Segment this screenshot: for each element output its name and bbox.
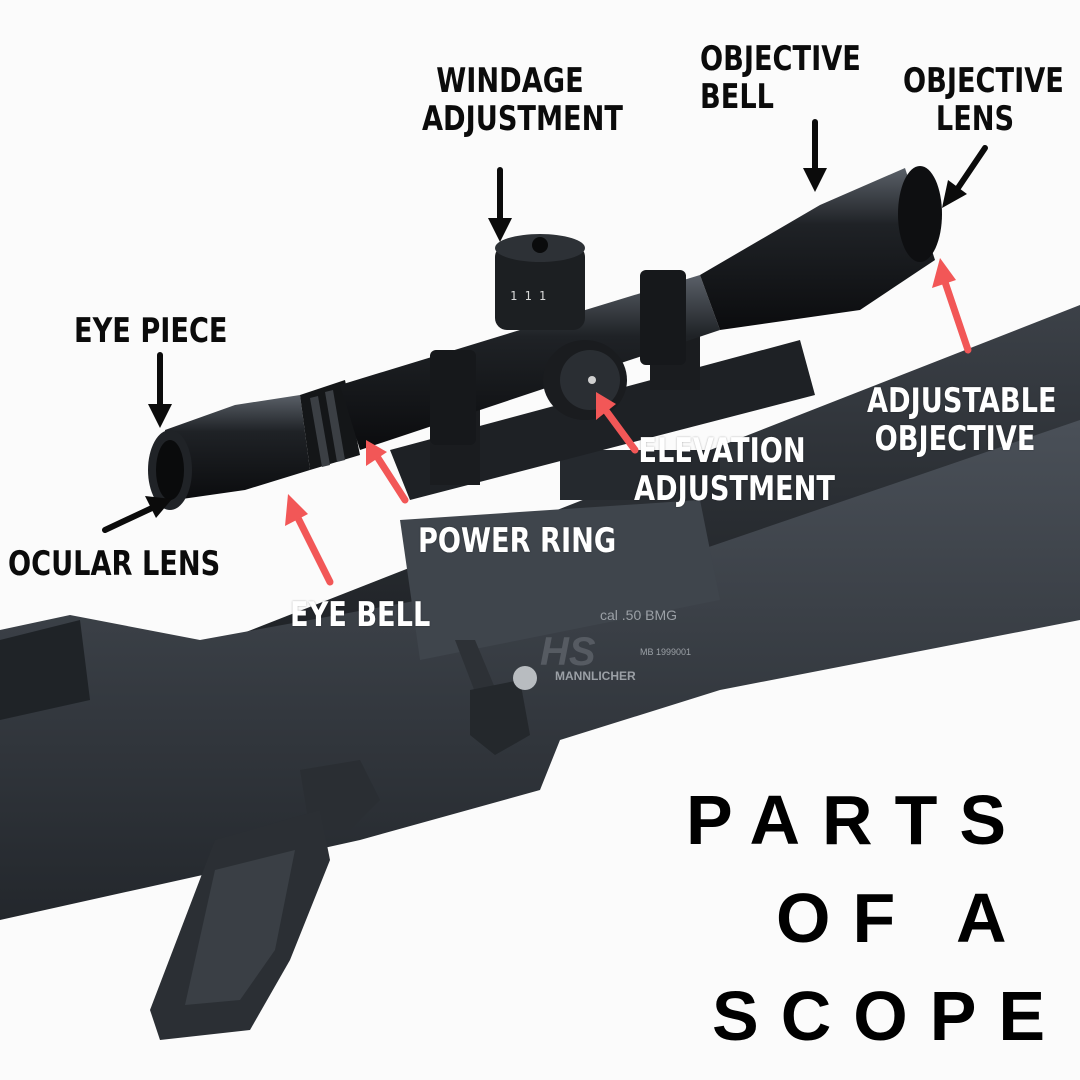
label-ocular-lens: OCULAR LENS — [8, 545, 220, 583]
label-line: ADJUSTMENT — [634, 469, 835, 509]
arrow-ocular-lens — [102, 496, 172, 533]
arrow-windage — [488, 167, 512, 242]
label-adjustable-objective: ADJUSTABLE OBJECTIVE — [867, 381, 1057, 459]
bolt-handle — [455, 640, 530, 755]
brand-mark: HS — [540, 630, 596, 674]
label-line: OBJECTIVE — [700, 39, 861, 79]
arrow-objective-lens — [942, 145, 988, 208]
label-objective-lens: OBJECTIVE LENS — [903, 61, 1064, 139]
label-eye-piece: EYE PIECE — [74, 312, 228, 350]
rifle-receiver — [0, 420, 1080, 920]
label-objective-bell: OBJECTIVE BELL — [700, 40, 861, 116]
title-line-2: OF A — [776, 879, 1029, 957]
label-windage-adjustment: WINDAGE ADJUSTMENT — [422, 61, 623, 139]
label-line: ADJUSTMENT — [422, 99, 623, 139]
title-line-1: PARTS — [686, 781, 1029, 859]
label-eye-bell: EYE BELL — [290, 596, 430, 634]
label-line: WINDAGE — [436, 61, 584, 101]
title-line-3: SCOPE — [712, 977, 1068, 1055]
receiver-marking: HS cal .50 BMG MANNLICHER MB 1999001 — [513, 607, 691, 690]
label-line: POWER RING — [418, 521, 617, 561]
label-line: ELEVATION — [638, 431, 806, 471]
label-line: OBJECTIVE — [903, 61, 1064, 101]
windage-turret: 1 1 1 — [495, 234, 585, 330]
label-elevation-adjustment: ELEVATION ADJUSTMENT — [634, 431, 835, 509]
arrow-adjustable-objective — [932, 258, 972, 354]
svg-text:1 1 1: 1 1 1 — [510, 289, 546, 303]
serial-mark: MB 1999001 — [640, 647, 691, 657]
label-line: EYE BELL — [290, 595, 431, 635]
black-arrows — [102, 119, 988, 533]
label-line: LENS — [935, 99, 1015, 139]
arrow-objective-bell — [803, 119, 827, 192]
arrow-eye-piece — [148, 352, 172, 428]
label-line: BELL — [700, 77, 774, 117]
label-line: OCULAR LENS — [8, 544, 221, 584]
pistol-grip — [150, 760, 380, 1040]
arrow-eye-bell — [285, 494, 334, 586]
label-line: ADJUSTABLE — [867, 381, 1057, 421]
arrow-power-ring — [366, 440, 409, 504]
caliber-mark: cal .50 BMG — [600, 607, 677, 623]
label-line: OBJECTIVE — [874, 419, 1036, 459]
arrow-elevation — [596, 392, 639, 454]
label-line: EYE PIECE — [74, 311, 228, 351]
elevation-turret — [543, 340, 627, 420]
red-arrows — [285, 258, 972, 586]
label-power-ring: POWER RING — [418, 522, 616, 560]
maker-mark: MANNLICHER — [555, 669, 636, 683]
scope-body — [148, 166, 942, 510]
